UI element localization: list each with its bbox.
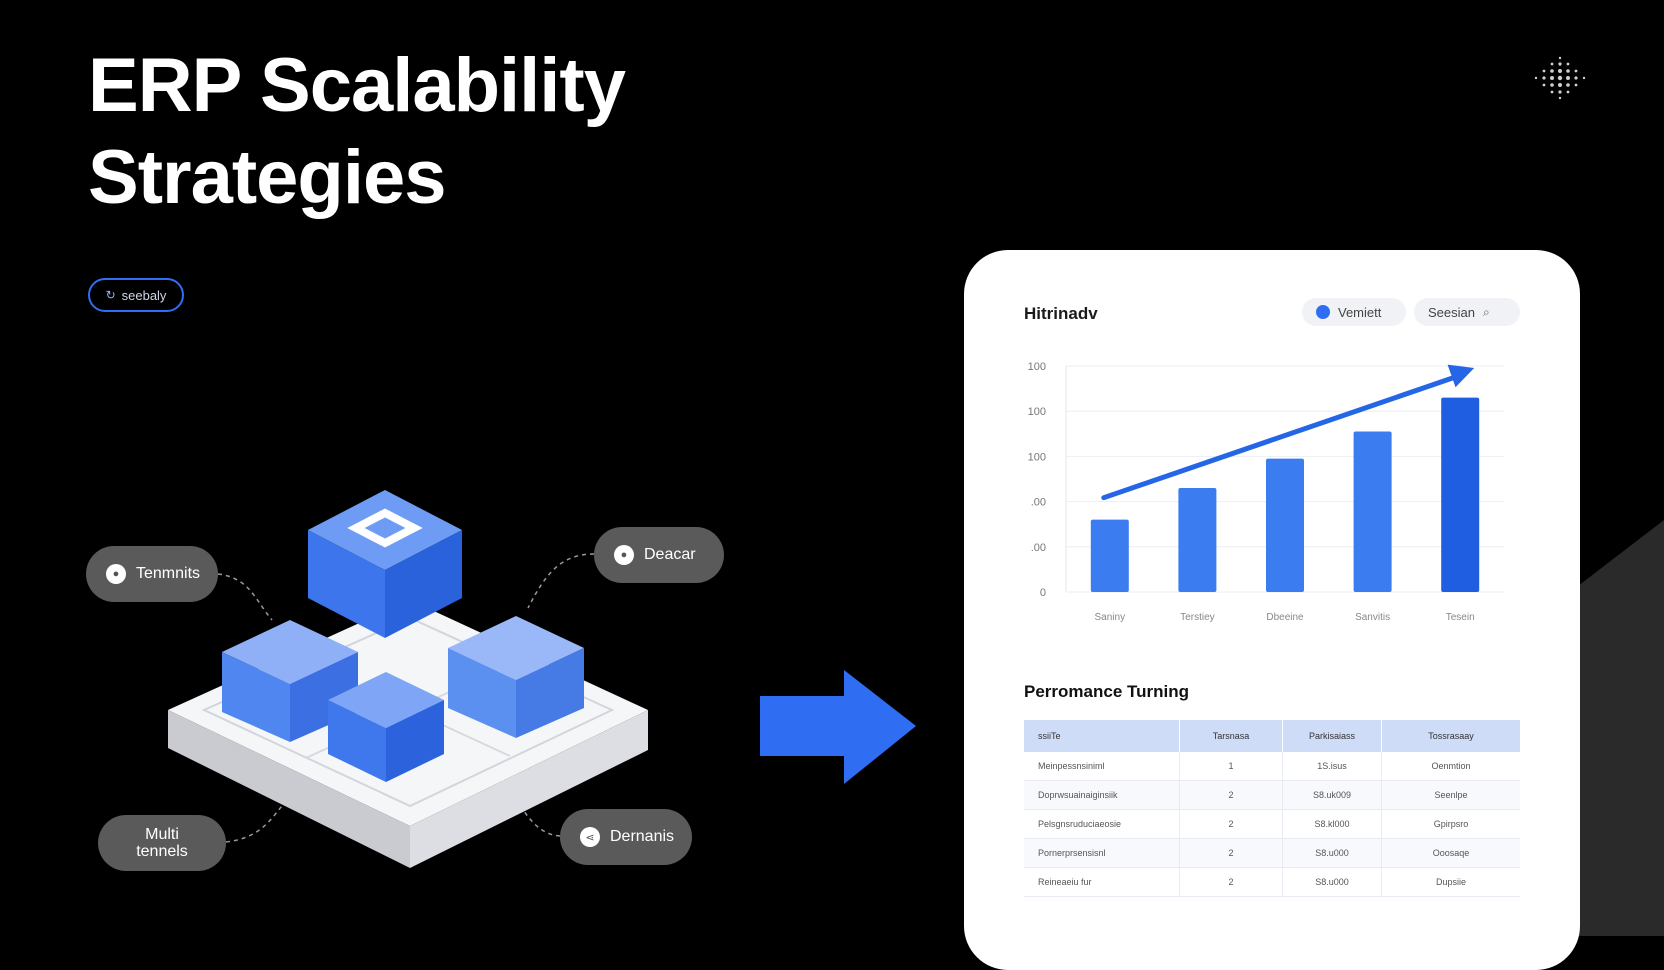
tag-label: seebaly (121, 287, 167, 303)
table-cell: Oenmtion (1381, 752, 1520, 781)
sync-icon: ↻ (105, 288, 116, 302)
node-deploy[interactable]: ● Deacar (594, 527, 724, 583)
table-cell: S8.uk009 (1282, 780, 1382, 810)
search-chip-label: Seesian (1428, 304, 1475, 320)
node-deploy-label: Deacar (644, 546, 696, 563)
node-domains[interactable]: ⋖ Dernanis (560, 809, 692, 865)
tenants-icon: ● (106, 564, 126, 584)
node-domains-label: Dernanis (610, 828, 675, 845)
node-tenants-label: Tenmnits (136, 565, 201, 582)
corner-shape-decoration (1578, 520, 1664, 936)
transition-arrow-icon (760, 670, 916, 784)
table-header: Parkisaiass (1282, 720, 1382, 752)
table-cell: Doprwsuainaiginsiik (1024, 780, 1180, 810)
performance-table: ssiiTe Tarsnasa Parkisaiass Tossrasaay M… (1024, 720, 1520, 897)
cube-front (328, 672, 444, 782)
y-tick-label: .00 (1031, 497, 1046, 509)
table-cell: Pornerprsensisnl (1024, 838, 1180, 868)
x-tick-label: Sanvitis (1355, 612, 1390, 623)
node-tenants[interactable]: ● Tenmnits (86, 546, 218, 602)
share-icon: ⋖ (580, 827, 600, 847)
x-tick-label: Dbeeine (1266, 612, 1304, 623)
table-header: ssiiTe (1024, 720, 1180, 752)
table-cell: S8.kl000 (1282, 809, 1382, 839)
x-tick-label: Tesein (1446, 612, 1475, 623)
y-tick-label: 100 (1028, 406, 1046, 418)
table-cell: 2 (1179, 809, 1283, 839)
slide-title-line1: ERP Scalability (88, 43, 626, 128)
table-header: Tarsnasa (1179, 720, 1283, 752)
table-row[interactable]: Doprwsuainaiginsiik 2 S8.uk009 Seenlpe (1024, 780, 1520, 810)
isometric-blocks-illustration (168, 490, 648, 868)
trend-arrow-head (1447, 364, 1475, 388)
table-cell: Gpirpsro (1381, 809, 1520, 839)
bar (1266, 458, 1304, 592)
dot-grid-decoration (1534, 56, 1586, 100)
trend-arrow-line (1101, 371, 1467, 501)
table-header-row: ssiiTe Tarsnasa Parkisaiass Tossrasaay (1024, 720, 1520, 752)
bar (1090, 519, 1129, 592)
y-tick-label: 100 (1028, 451, 1046, 463)
y-tick-label: .00 (1031, 542, 1046, 554)
node-multi-line1: Multi (145, 826, 179, 843)
x-tick-label: Terstiey (1180, 612, 1214, 623)
table-cell: 1S.isus (1282, 752, 1382, 781)
cube-top (308, 490, 462, 638)
table-cell: Meinpessnsiniml (1024, 752, 1180, 781)
cube-right (448, 616, 584, 738)
table-row[interactable]: Reineaeiu fur 2 S8.u000 Dupsiie (1024, 867, 1520, 897)
bar (1353, 431, 1392, 592)
table-cell: Ooosaqe (1381, 838, 1520, 868)
table-cell: S8.u000 (1282, 867, 1382, 897)
search-chip[interactable]: Seesian ⌕ (1414, 298, 1520, 326)
table-row[interactable]: Meinpessnsiniml 1 1S.isus Oenmtion (1024, 752, 1520, 781)
deploy-icon: ● (614, 545, 634, 565)
bar (1178, 488, 1217, 592)
table-cell: 2 (1179, 867, 1283, 897)
panel-title: Hitrinadv (1024, 304, 1098, 323)
table-cell: Pelsgnsruduciaeosie (1024, 809, 1180, 839)
section-title: Perromance Turning (1024, 682, 1189, 701)
table-row[interactable]: Pelsgnsruduciaeosie 2 S8.kl000 Gpirpsro (1024, 809, 1520, 839)
search-icon: ⌕ (1482, 304, 1490, 319)
tag-pill[interactable]: ↻ seebaly (88, 278, 184, 312)
table-cell: Dupsiie (1381, 867, 1520, 897)
table-cell: 2 (1179, 780, 1283, 810)
status-dot-icon (1316, 305, 1330, 319)
table-row[interactable]: Pornerprsensisnl 2 S8.u000 Ooosaqe (1024, 838, 1520, 868)
table-cell: Reineaeiu fur (1024, 867, 1180, 897)
y-tick-label: 0 (1040, 587, 1046, 599)
table-cell: Seenlpe (1381, 780, 1520, 810)
bar (1441, 397, 1480, 592)
y-tick-label: 100 (1028, 361, 1046, 373)
table-header: Tossrasaay (1381, 720, 1520, 752)
slide-title: ERP Scalability Strategies (88, 40, 626, 224)
table-cell: 1 (1179, 752, 1283, 781)
node-multi-tenants[interactable]: Multi tennels (98, 815, 226, 871)
x-tick-label: Saniny (1095, 612, 1126, 623)
version-chip[interactable]: Vemiett (1302, 298, 1406, 326)
version-chip-label: Vemiett (1338, 304, 1382, 320)
table-cell: 2 (1179, 838, 1283, 868)
slide-title-line2: Strategies (88, 135, 446, 220)
table-cell: S8.u000 (1282, 838, 1382, 868)
node-multi-line2: tennels (136, 843, 188, 860)
